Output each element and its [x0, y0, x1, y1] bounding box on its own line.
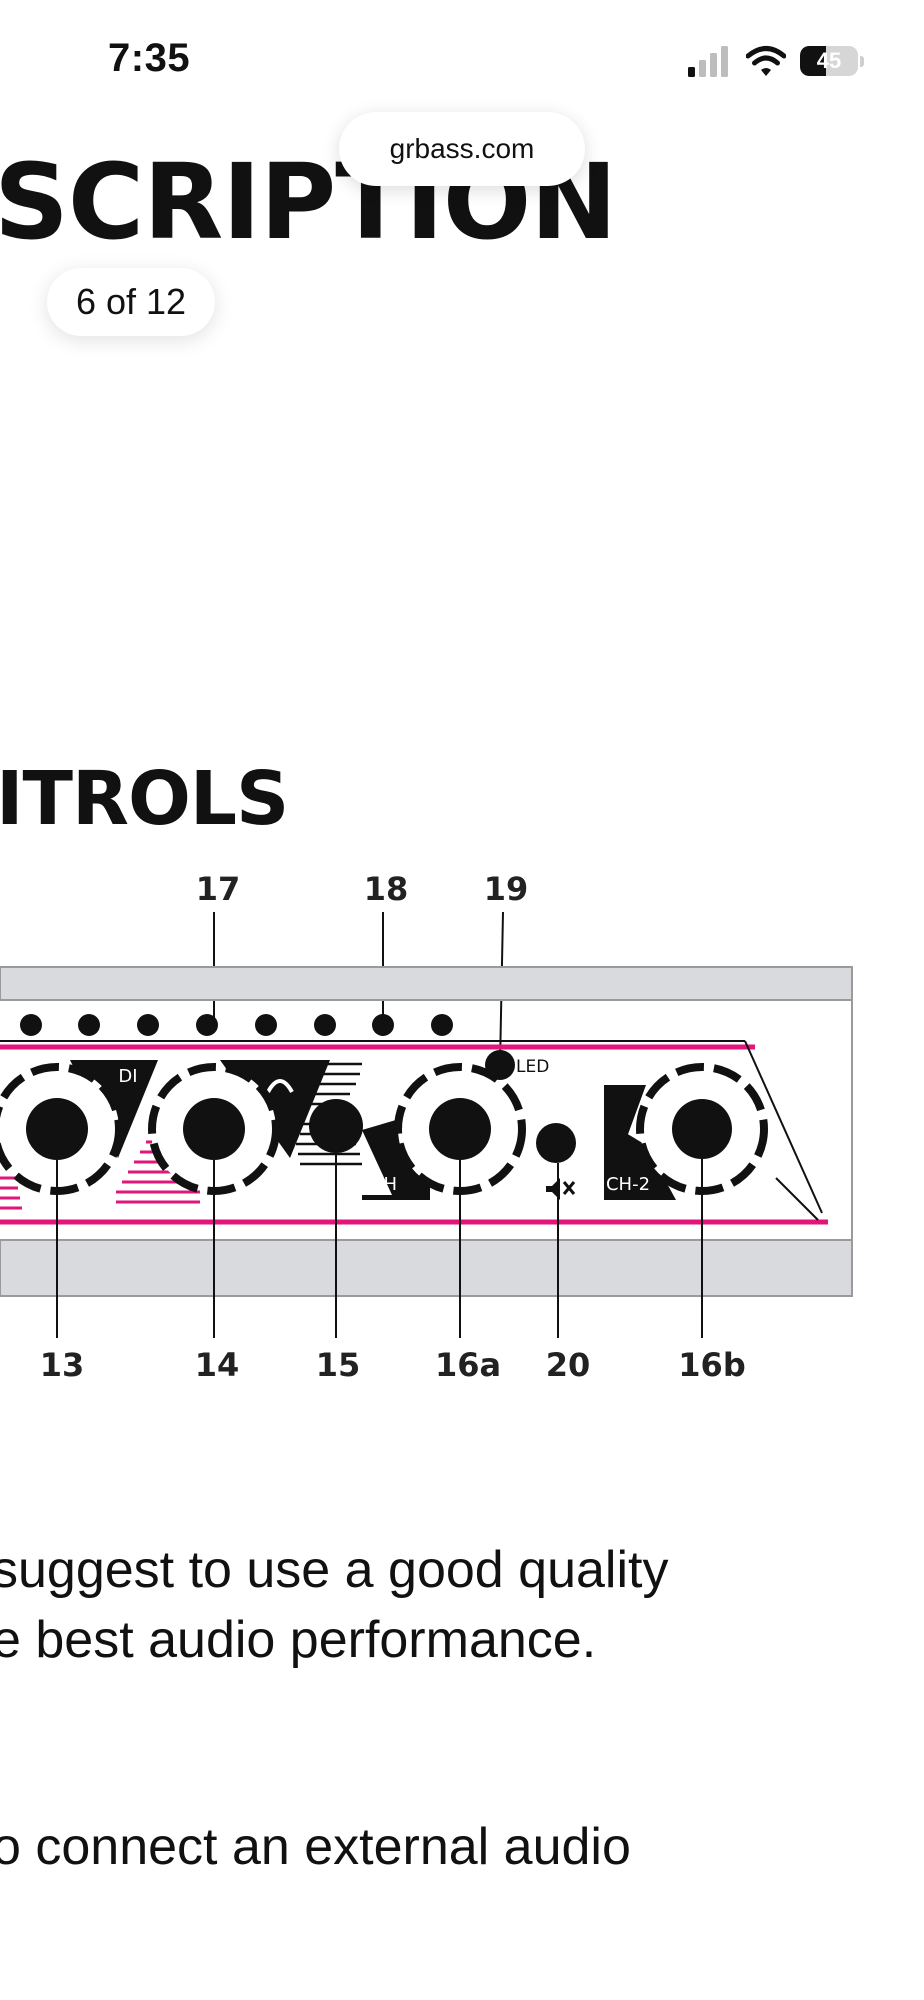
callout-19: 19 [484, 870, 529, 908]
knob-16a [394, 1063, 526, 1195]
mute-icon [546, 1178, 576, 1200]
wifi-icon [746, 46, 786, 76]
led-19 [485, 1050, 515, 1080]
top-callouts: 17 18 19 [196, 870, 529, 908]
status-bar: 7:35 45 [0, 0, 924, 120]
paragraph-1-line-1: suggest to use a good quality [0, 1541, 669, 1599]
battery-level [800, 46, 827, 76]
section-heading: ITROLS [0, 756, 289, 842]
callout-15: 15 [316, 1346, 361, 1384]
callout-20: 20 [546, 1346, 591, 1384]
knob-16b [636, 1063, 768, 1195]
status-time: 7:35 [108, 36, 191, 80]
front-panel-diagram: 17 18 19 DI CH C [0, 870, 853, 1384]
battery-percent: 45 [816, 48, 842, 73]
top-rail [0, 966, 853, 1001]
address-bar-url[interactable]: grbass.com [339, 112, 585, 186]
di-label: DI [118, 1066, 137, 1087]
callout-16b: 16b [678, 1346, 745, 1384]
knob-13 [0, 1063, 123, 1195]
ch2-label: CH-2 [606, 1174, 650, 1195]
callout-18: 18 [364, 870, 409, 908]
bottom-callouts: 13 14 15 16a 20 16b [40, 1346, 746, 1384]
callout-16a: 16a [435, 1346, 501, 1384]
cellular-signal-icon [688, 46, 728, 77]
bottom-rail [0, 1239, 853, 1297]
paragraph-1-line-2: e best audio performance. [0, 1611, 597, 1669]
mute-button-20 [536, 1123, 576, 1163]
ch1-label: CH [371, 1174, 397, 1195]
callout-14: 14 [195, 1346, 240, 1384]
callout-13: 13 [40, 1346, 85, 1384]
callout-17: 17 [196, 870, 241, 908]
led-label: LED [516, 1057, 549, 1077]
status-icons: 45 [688, 44, 864, 78]
knob-15 [309, 1099, 363, 1153]
page-counter: 6 of 12 [47, 268, 215, 336]
battery-icon: 45 [800, 46, 858, 76]
paragraph-2-line-1: o connect an external audio [0, 1818, 631, 1876]
battery-cap [860, 55, 864, 67]
led-row [20, 1014, 453, 1036]
